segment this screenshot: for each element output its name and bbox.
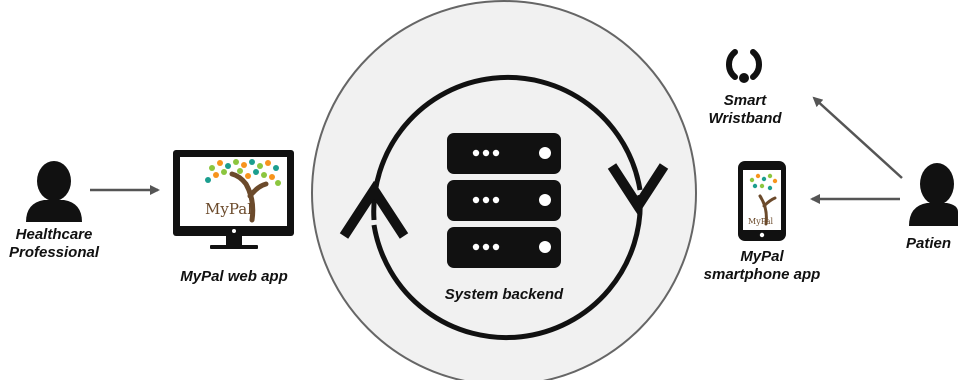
smartphone-app-label-line2: smartphone app (703, 266, 821, 283)
healthcare-professional-label-line2: Professional (8, 244, 100, 261)
cycle-chevron-up-icon (339, 180, 409, 239)
system-backend-label: System backend (444, 286, 564, 303)
healthcare-professional-label-line1: Healthcare (15, 226, 93, 243)
mypal-logo-text: MyPal (205, 200, 252, 218)
arrow-patient-to-wristband (812, 96, 903, 179)
healthcare-professional-person-icon (26, 161, 82, 222)
smart-wristband-label-line2: Wristband (708, 110, 782, 127)
smartphone-icon: MyPal (738, 161, 786, 241)
smart-wristband-label: Smart Wristband (700, 92, 790, 128)
patient-person-icon (909, 163, 958, 226)
patient-label: Patien (906, 235, 952, 252)
smartphone-app-label: MyPal smartphone app (692, 248, 832, 284)
mypal-phone-logo-text: MyPal (748, 217, 774, 226)
wristband-icon (726, 49, 762, 83)
mypal-tree-logo: MyPal (205, 159, 281, 223)
web-app-label: MyPal web app (180, 268, 288, 285)
cycle-arc-top (371, 74, 643, 221)
smartphone-app-label-line1: MyPal (740, 248, 784, 265)
smart-wristband-label-line1: Smart (723, 92, 767, 109)
desktop-monitor-icon (173, 150, 294, 249)
healthcare-professional-label: Healthcare Professional (4, 226, 104, 262)
cycle-chevron-down-icon (607, 163, 669, 216)
server-rack-icon (447, 133, 561, 268)
cycle-arc-bottom (371, 194, 643, 341)
